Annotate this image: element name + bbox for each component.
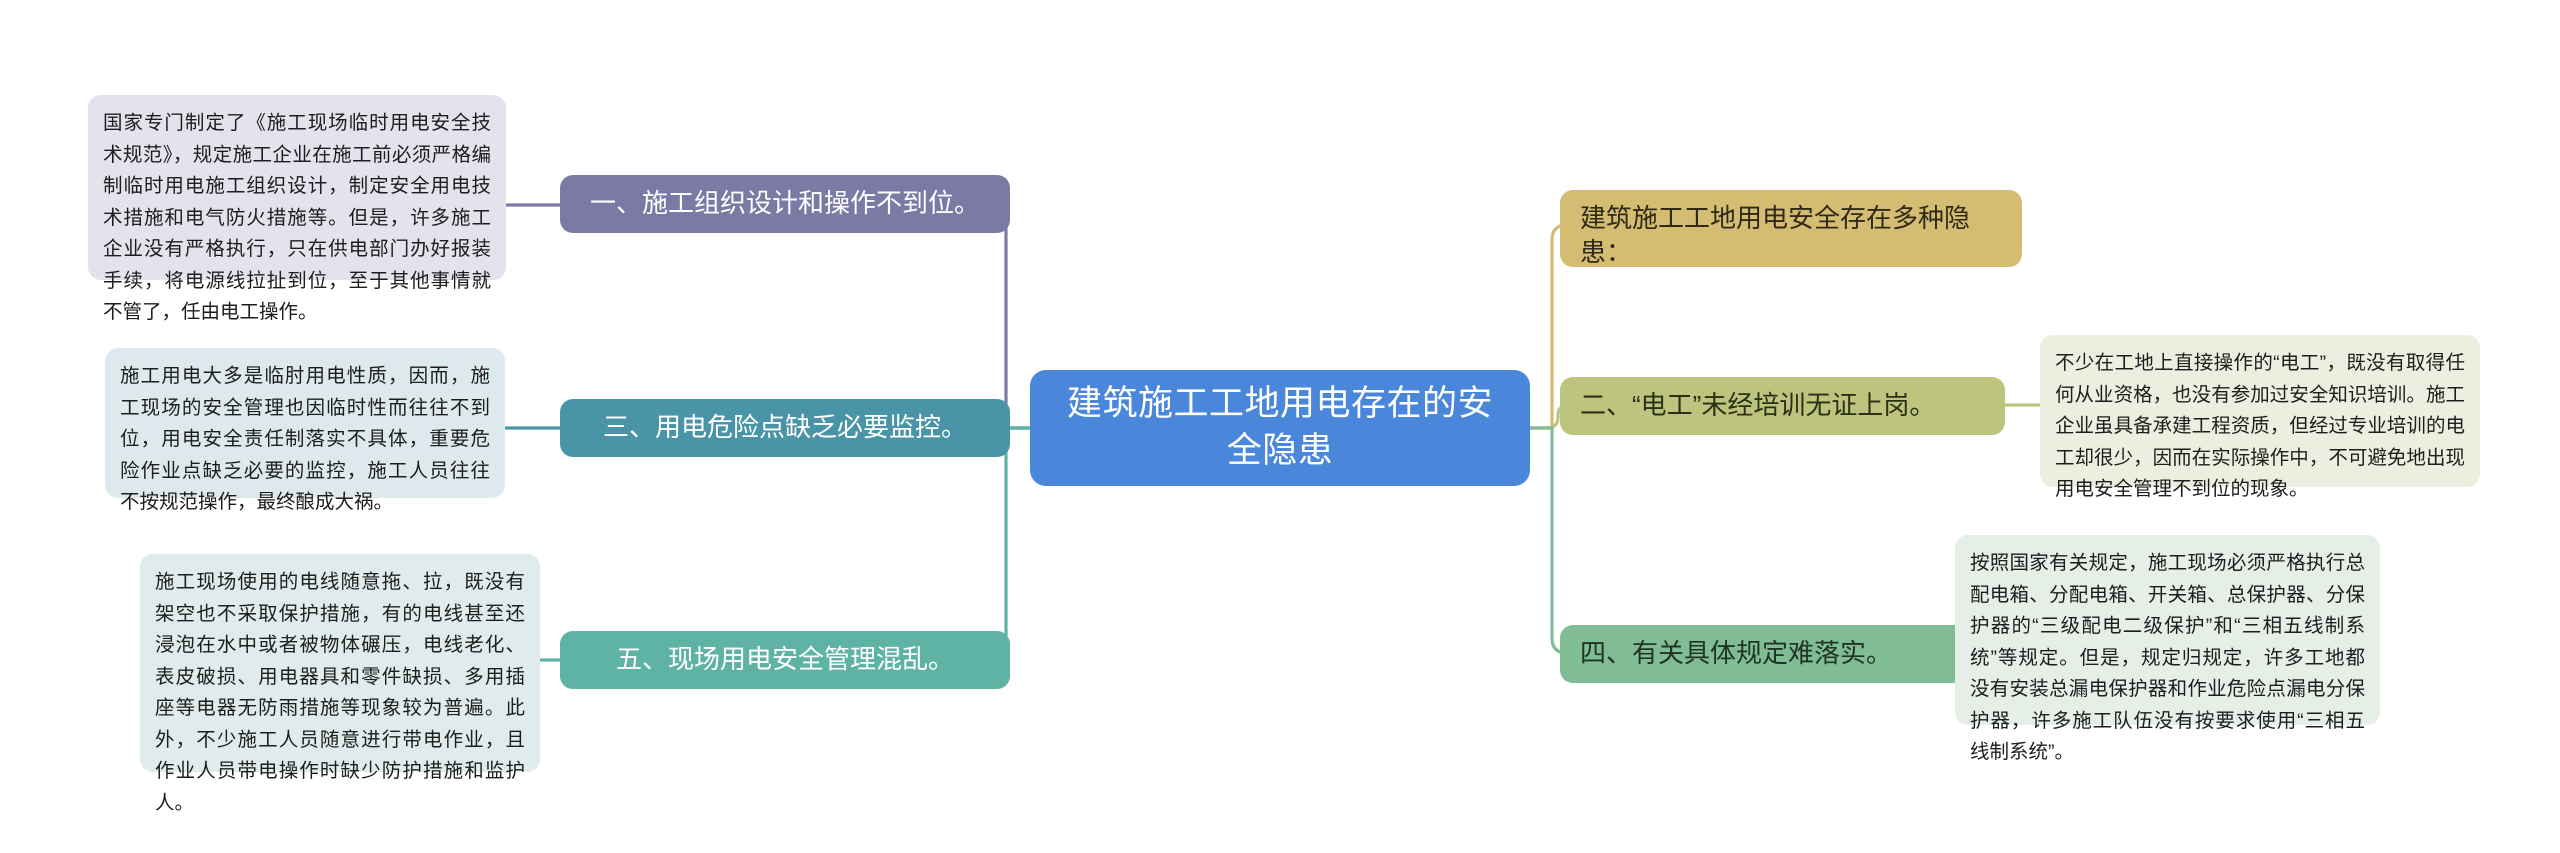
detail-note-branch-5-text: 施工现场使用的电线随意拖、拉，既没有架空也不采取保护措施，有的电线甚至还浸泡在水… <box>155 571 525 815</box>
branch-node-3[interactable]: 三、用电危险点缺乏必要监控。 <box>560 399 1010 457</box>
central-node[interactable]: 建筑施工工地用电存在的安全隐患 <box>1030 370 1530 486</box>
detail-note-branch-2[interactable]: 不少在工地上直接操作的“电工”，既没有取得任何从业资格，也没有参加过安全知识培训… <box>2040 335 2480 500</box>
branch-node-4[interactable]: 四、有关具体规定难落实。 <box>1560 625 2005 683</box>
branch-node-2-label: 二、“电工”未经培训无证上岗。 <box>1580 390 1936 421</box>
detail-note-branch-1-text: 国家专门制定了《施工现场临时用电安全技术规范》，规定施工企业在施工前必须严格编制… <box>103 112 491 324</box>
branch-node-5[interactable]: 五、现场用电安全管理混乱。 <box>560 631 1010 689</box>
branch-node-5-label: 五、现场用电安全管理混乱。 <box>615 644 954 675</box>
central-node-label: 建筑施工工地用电存在的安全隐患 <box>1066 384 1493 470</box>
branch-node-4-label: 四、有关具体规定难落实。 <box>1580 638 1893 669</box>
branch-node-intro-label: 建筑施工工地用电安全存在多种隐患： <box>1580 203 1971 267</box>
detail-note-branch-3-text: 施工用电大多是临肘用电性质，因而，施工现场的安全管理也因临时性而往往不到位，用电… <box>120 365 490 514</box>
connector-branch-4 <box>1528 426 1594 655</box>
detail-note-branch-5[interactable]: 施工现场使用的电线随意拖、拉，既没有架空也不采取保护措施，有的电线甚至还浸泡在水… <box>140 554 540 814</box>
connector-branch-5 <box>956 426 1032 662</box>
detail-note-branch-4[interactable]: 按照国家有关规定，施工现场必须严格执行总配电箱、分配电箱、开关箱、总保护器、分保… <box>1955 535 2380 763</box>
branch-node-intro[interactable]: 建筑施工工地用电安全存在多种隐患： <box>1560 190 2022 267</box>
branch-node-1-label: 一、施工组织设计和操作不到位。 <box>589 188 980 219</box>
branch-node-1[interactable]: 一、施工组织设计和操作不到位。 <box>560 175 1010 233</box>
branch-node-3-label: 三、用电危险点缺乏必要监控。 <box>602 412 967 443</box>
detail-note-branch-2-text: 不少在工地上直接操作的“电工”，既没有取得任何从业资格，也没有参加过安全知识培训… <box>2055 352 2465 501</box>
detail-note-branch-3[interactable]: 施工用电大多是临肘用电性质，因而，施工现场的安全管理也因临时性而往往不到位，用电… <box>105 348 505 513</box>
detail-note-branch-4-text: 按照国家有关规定，施工现场必须严格执行总配电箱、分配电箱、开关箱、总保护器、分保… <box>1970 552 2365 764</box>
branch-node-2[interactable]: 二、“电工”未经培训无证上岗。 <box>1560 377 2005 435</box>
detail-note-branch-1[interactable]: 国家专门制定了《施工现场临时用电安全技术规范》，规定施工企业在施工前必须严格编制… <box>88 95 506 323</box>
connector-branch-1 <box>956 203 1032 430</box>
